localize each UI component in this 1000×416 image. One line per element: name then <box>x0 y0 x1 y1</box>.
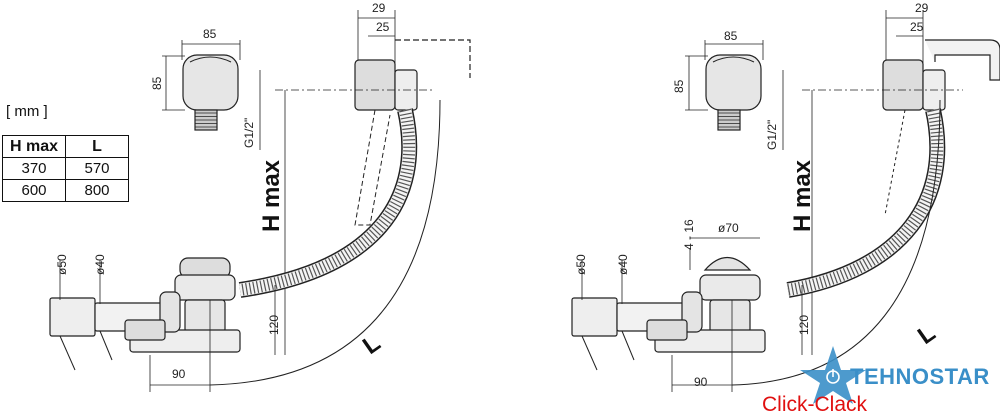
watermark-brand: TEHNOSTAR <box>850 364 990 389</box>
power-star-icon <box>800 346 866 404</box>
bath-wall <box>884 109 906 216</box>
right-head-width: 85 <box>724 29 738 43</box>
d50-arrow <box>581 335 598 371</box>
header-hmax: H max <box>2 135 66 158</box>
left-hmax: H max <box>258 159 285 232</box>
table-row: 370 570 <box>2 157 129 180</box>
left-h120: 120 <box>267 315 281 335</box>
right-h120: 120 <box>797 315 811 335</box>
cell: 600 <box>2 179 66 202</box>
hose-corrugation <box>239 108 416 296</box>
waste-body-top <box>174 274 236 301</box>
plug-cap <box>703 256 752 271</box>
left-d40: ø40 <box>93 254 107 275</box>
right-overflow-29: 29 <box>915 1 929 15</box>
overflow-elbow <box>354 59 396 111</box>
waste-body <box>184 299 226 333</box>
length-L-arc <box>731 99 941 386</box>
overflow-control-head <box>182 54 239 111</box>
head-highlight <box>712 56 755 63</box>
right-plug-lift: 4 - 16 <box>682 219 696 250</box>
hose-corrugation <box>786 108 944 296</box>
d50-arrow <box>59 335 76 371</box>
table-row: 600 800 <box>2 179 129 202</box>
right-thread: G1/2" <box>765 120 779 150</box>
left-head-height: 85 <box>150 76 164 90</box>
head-highlight <box>189 56 232 63</box>
cell: 570 <box>65 157 129 180</box>
trap-nut <box>646 319 688 341</box>
table-header-row: H max L <box>2 135 129 158</box>
right-d50: ø50 <box>574 254 588 275</box>
left-thread: G1/2" <box>242 118 256 148</box>
right-hmax: H max <box>789 159 816 232</box>
left-L: L <box>358 329 386 360</box>
outlet-pipe-50 <box>571 297 618 337</box>
cell: 370 <box>2 157 66 180</box>
left-d50: ø50 <box>55 254 69 275</box>
waste-body <box>709 299 751 333</box>
left-head-width: 85 <box>203 27 217 41</box>
right-plug-diameter: ø70 <box>718 221 739 235</box>
right-d40: ø40 <box>616 254 630 275</box>
d40-arrow <box>99 330 113 361</box>
bath-wall-dashed <box>354 109 391 226</box>
trap-nut <box>124 319 166 341</box>
d40-arrow <box>621 330 635 361</box>
bath-rim <box>925 39 1000 81</box>
right-w90: 90 <box>694 375 708 389</box>
cell: 800 <box>65 179 129 202</box>
header-l: L <box>65 135 129 158</box>
model-name: Click-Clack <box>762 393 867 416</box>
length-L-arc <box>209 99 441 386</box>
waste-body-top <box>699 274 761 301</box>
left-w90: 90 <box>172 367 186 381</box>
unit-label: [ mm ] <box>6 103 48 120</box>
overflow-control-head <box>705 54 762 111</box>
right-head-height: 85 <box>672 79 686 93</box>
outlet-pipe-50 <box>49 297 96 337</box>
left-overflow-29: 29 <box>372 1 386 15</box>
right-overflow-25: 25 <box>910 20 924 34</box>
right-L: L <box>913 319 941 350</box>
left-overflow-25: 25 <box>376 20 390 34</box>
overflow-elbow <box>882 59 924 111</box>
bath-outline <box>395 39 471 78</box>
dimension-table: H max L 370 570 600 800 <box>2 135 129 202</box>
